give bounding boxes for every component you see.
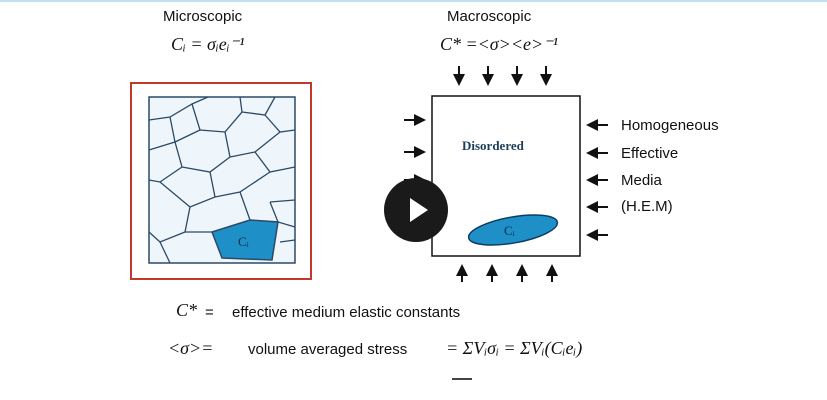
top-border — [0, 0, 827, 2]
inclusion-ellipse — [467, 214, 559, 246]
highlighted-grain — [211, 219, 279, 261]
progress-mark — [452, 378, 472, 380]
hem-line-3: Media — [621, 172, 662, 189]
def2-formula: = ΣVᵢσᵢ = ΣVᵢ(Cᵢeᵢ) — [446, 338, 583, 358]
def1-text: effective medium elastic constants — [232, 304, 461, 321]
top-arrows — [453, 66, 552, 86]
def2-text: volume averaged stress — [248, 341, 408, 358]
inclusion-label: Cᵢ — [504, 223, 516, 238]
macro-title: Macroscopic — [447, 8, 532, 25]
def1-equals: = — [205, 304, 214, 321]
box-label: Disordered — [462, 138, 525, 153]
hem-line-2: Effective — [621, 145, 679, 162]
micro-formula: Cᵢ = σᵢeᵢ⁻¹ — [171, 34, 245, 54]
bottom-arrows — [456, 264, 558, 282]
hem-line-1: Homogeneous — [621, 117, 719, 134]
def2-symbol: <σ>= — [168, 338, 214, 358]
macro-formula: C* =<σ><e>⁻¹ — [440, 34, 559, 54]
def1-symbol: C* — [176, 300, 198, 320]
micro-title: Microscopic — [163, 8, 243, 25]
right-arrows — [586, 119, 608, 241]
hem-line-4: (H.E.M) — [621, 198, 673, 215]
play-icon — [410, 198, 428, 222]
effective-medium-diagram: Disordered Cᵢ — [404, 66, 608, 282]
play-button[interactable] — [384, 178, 448, 242]
grain-label: Cᵢ — [238, 234, 250, 249]
grain-structure-diagram: Cᵢ — [130, 82, 312, 280]
